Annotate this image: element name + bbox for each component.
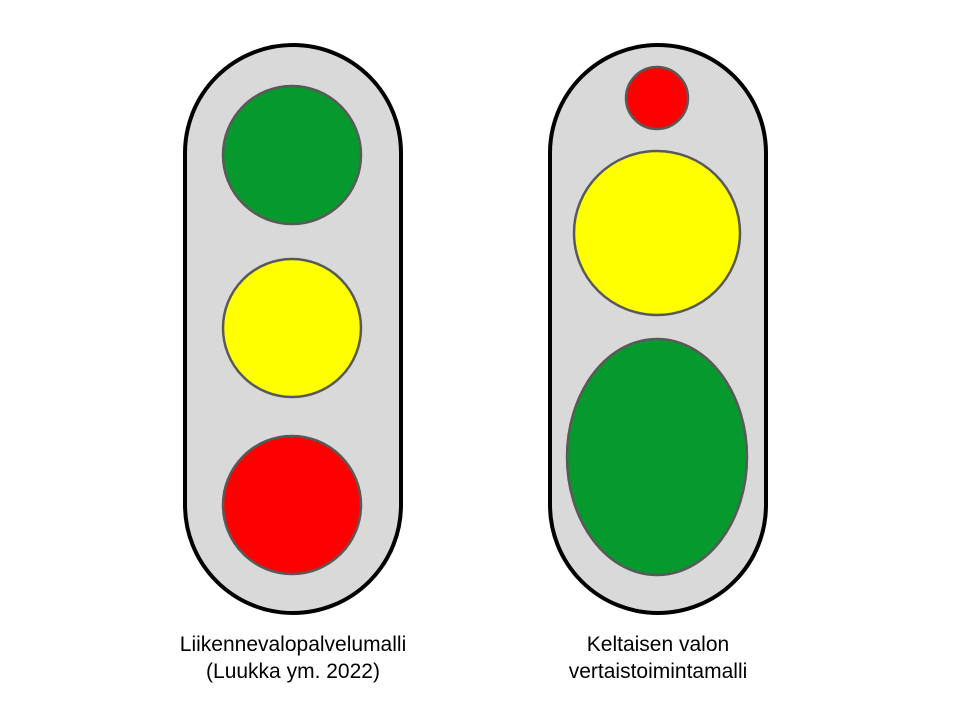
left-red-lamp [221, 434, 363, 576]
right-traffic-light [548, 43, 768, 615]
left-caption-line2: (Luukka ym. 2022) [206, 660, 380, 683]
left-caption-line1: Liikennevalopalvelumalli [179, 633, 407, 656]
left-green-lamp [221, 84, 363, 226]
right-caption: Keltaisen valon vertaistoimintamalli [478, 631, 838, 685]
right-green-lamp [565, 337, 749, 577]
left-traffic-light [183, 43, 403, 615]
right-red-lamp [624, 65, 690, 131]
right-caption-line1: Keltaisen valon [586, 633, 730, 656]
right-caption-line2: vertaistoimintamalli [568, 660, 748, 683]
right-yellow-lamp [572, 149, 742, 317]
left-yellow-lamp [221, 257, 363, 399]
left-caption: Liikennevalopalvelumalli (Luukka ym. 202… [113, 631, 473, 685]
